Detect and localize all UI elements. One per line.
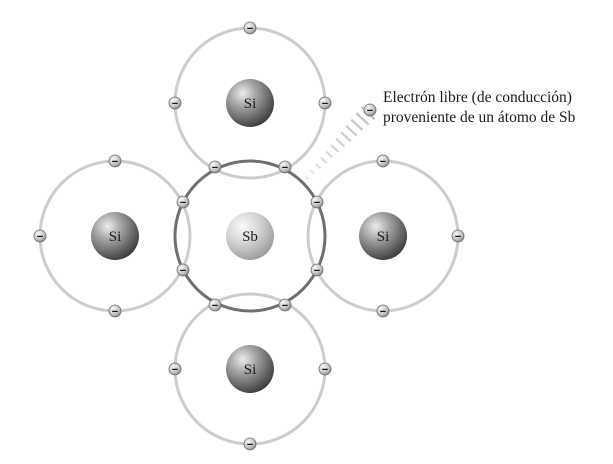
electron-top-si-e: − xyxy=(319,97,331,110)
svg-text:−: − xyxy=(380,306,386,318)
atom-label-top: Si xyxy=(244,96,257,112)
svg-text:−: − xyxy=(212,162,218,174)
bond-electron-left-1: − xyxy=(177,196,189,209)
nucleus-bottom-si: Si xyxy=(226,345,274,393)
trail-dash xyxy=(336,139,344,147)
svg-text:−: − xyxy=(322,364,328,376)
free-electron-caption: Electrón libre (de conducción) provenien… xyxy=(383,89,576,126)
svg-text:−: − xyxy=(180,265,186,277)
caption-line-2: proveniente de un átomo de Sb xyxy=(383,109,576,126)
bond-electron-bottom-1: − xyxy=(209,299,221,312)
electron-right-si-e: − xyxy=(452,230,464,243)
electron-right-si-s: − xyxy=(377,305,389,318)
svg-text:−: − xyxy=(172,364,178,376)
trail-dash xyxy=(346,126,356,136)
electron-bottom-si-e: − xyxy=(319,363,331,376)
svg-text:−: − xyxy=(314,197,320,209)
svg-text:−: − xyxy=(112,306,118,318)
electron-left-si-s: − xyxy=(109,305,121,318)
atom-label-center: Sb xyxy=(242,229,258,245)
svg-text:−: − xyxy=(314,265,320,277)
nucleus-top-si: Si xyxy=(226,79,274,127)
trail-dash xyxy=(331,145,339,152)
svg-text:−: − xyxy=(212,300,218,312)
nucleus-center-sb: Sb xyxy=(226,212,274,260)
free-electron-trail xyxy=(306,107,375,180)
svg-text:−: − xyxy=(282,162,288,174)
electron-bottom-si-w: − xyxy=(169,363,181,376)
svg-text:−: − xyxy=(380,156,386,168)
caption-line-1: Electrón libre (de conducción) xyxy=(383,89,572,106)
nucleus-right-si: Si xyxy=(359,212,407,260)
bond-electron-right-2: − xyxy=(311,264,323,277)
trail-dash xyxy=(341,132,350,141)
atom-label-bottom: Si xyxy=(244,362,257,378)
electron-top-si-n: − xyxy=(244,22,256,35)
bond-electron-bottom-2: − xyxy=(279,299,291,312)
trail-dash xyxy=(321,158,327,163)
bond-electron-right-1: − xyxy=(311,196,323,209)
svg-text:−: − xyxy=(282,300,288,312)
svg-text:−: − xyxy=(247,23,253,35)
svg-text:−: − xyxy=(247,439,253,451)
svg-text:−: − xyxy=(172,98,178,110)
electron-bottom-si-s: − xyxy=(244,438,256,451)
svg-text:−: − xyxy=(322,98,328,110)
trail-dash xyxy=(306,177,309,180)
svg-text:−: − xyxy=(455,231,461,243)
free-electron: − xyxy=(364,104,376,117)
electron-left-si-w: − xyxy=(34,230,46,243)
svg-text:−: − xyxy=(37,231,43,243)
svg-text:−: − xyxy=(180,197,186,209)
trail-dash xyxy=(311,170,315,174)
atom-label-left: Si xyxy=(109,229,122,245)
nucleus-left-si: Si xyxy=(91,212,139,260)
svg-text:−: − xyxy=(112,156,118,168)
trail-dash xyxy=(316,164,321,168)
electron-left-si-n: − xyxy=(109,155,121,168)
electron-right-si-n: − xyxy=(377,155,389,168)
svg-text:−: − xyxy=(367,105,373,117)
atom-label-right: Si xyxy=(377,229,390,245)
trail-dash xyxy=(326,151,333,157)
trail-dash xyxy=(351,120,362,131)
electron-top-si-w: − xyxy=(169,97,181,110)
